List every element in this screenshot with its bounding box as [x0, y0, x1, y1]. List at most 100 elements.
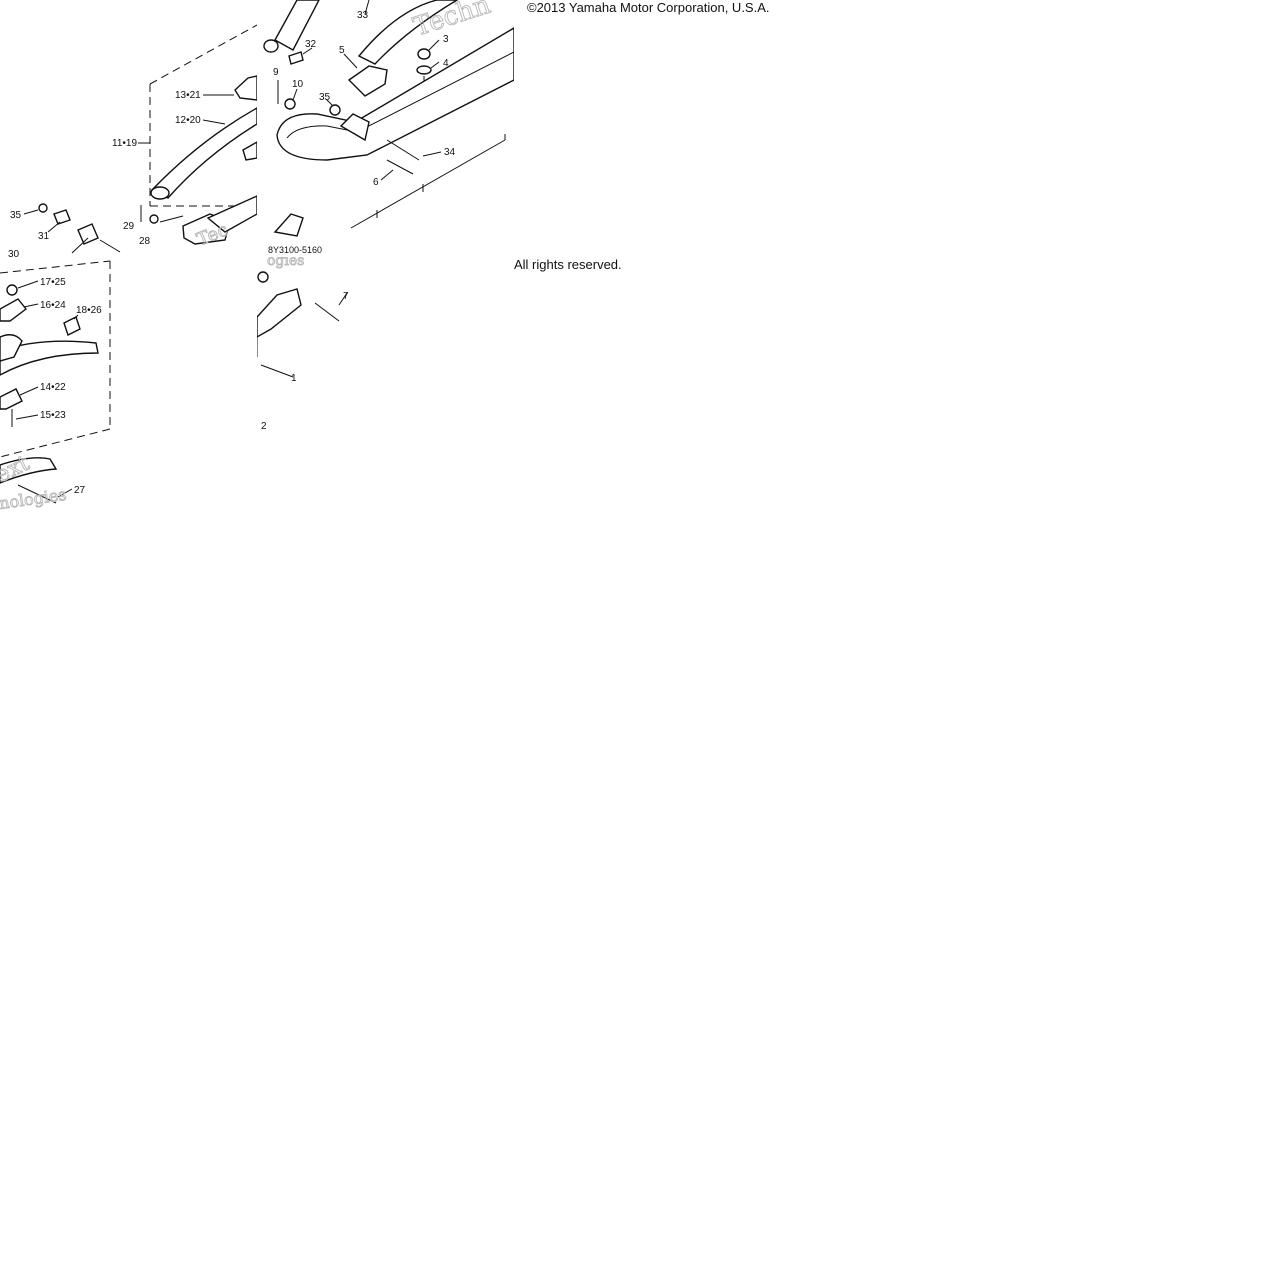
ski-tip: [206, 195, 257, 233]
rear-spring-assembly-drawing: 17•25 16•24 18•26 14•22 15•23 27 ext nol…: [0, 260, 111, 513]
pin-32: [288, 51, 304, 65]
callout-9: 9: [273, 67, 279, 78]
spring-end: [150, 186, 170, 200]
ski-inner-rail: [286, 51, 514, 139]
nut-35: [329, 104, 341, 116]
shock-eye: [263, 39, 279, 53]
leader: [380, 169, 394, 181]
callout-14-22: 14•22: [40, 382, 66, 393]
copyright-notice: ©2013 Yamaha Motor Corporation, U.S.A. /: [527, 0, 771, 15]
leaf-spring-rear: [0, 340, 99, 376]
leader: [428, 39, 440, 51]
leader: [338, 292, 348, 306]
callout-10: 10: [292, 79, 304, 90]
leader: [23, 209, 39, 215]
callout-33: 33: [357, 10, 369, 21]
leader: [159, 215, 184, 223]
washer-4: [416, 65, 432, 75]
callout-15-23: 15•23: [40, 410, 66, 421]
callout-17-25: 17•25: [40, 277, 66, 288]
callout-13-21: 13•21: [175, 90, 201, 101]
callout-35: 35: [319, 92, 331, 103]
spring-arm-33: [357, 0, 459, 65]
leaf-spring: [150, 107, 257, 199]
plate-14-22: [0, 388, 23, 410]
callout-3: 3: [443, 34, 449, 45]
leaf-spring-assembly-drawing: 30 13•21 12•20 11•19 35 31 29 28 30 Tec: [8, 24, 257, 257]
rights-notice: All rights reserved.: [514, 257, 622, 272]
bolt-6: [386, 159, 414, 175]
callout-11-19: 11•19: [112, 138, 137, 149]
callout-28: 28: [139, 236, 151, 247]
ski-body: [276, 27, 514, 161]
bushing-18-26: [63, 316, 81, 336]
leader: [326, 99, 334, 107]
diagram-tile-bottom-left: 17•25 16•24 18•26 14•22 15•23 27 ext nol…: [0, 257, 257, 514]
callout-30-partial: 30: [8, 249, 20, 257]
leader: [430, 61, 440, 69]
bolt-34: [386, 139, 420, 161]
callout-12-20: 12•20: [175, 115, 201, 126]
leader: [302, 47, 313, 55]
callout-34: 34: [444, 147, 456, 158]
group-border-top: [149, 24, 257, 85]
bolt-27: [17, 484, 57, 504]
ski-assembly-drawing: 33 32 5 3 4 9 10 35 34 6 8Y3100-5160 Tec…: [263, 0, 514, 255]
ski-side-drawing: 7 1 2 ogies: [257, 257, 349, 432]
diagram-tile-top-left: 30 13•21 12•20 11•19 35 31 29 28 30 Tec: [0, 0, 257, 257]
shock-absorber-upper: [274, 0, 320, 51]
callout-5: 5: [339, 45, 345, 56]
leader: [57, 488, 73, 498]
bushing-31: [53, 209, 71, 225]
diagram-tile-bottom-right: 7 1 2 ogies: [257, 257, 514, 514]
diagram-tile-top-right: 33 32 5 3 4 9 10 35 34 6 8Y3100-5160 Tec…: [257, 0, 514, 257]
nut-17-25: [6, 284, 18, 296]
nut-35: [38, 203, 48, 213]
leader: [343, 53, 358, 69]
leader: [292, 88, 298, 101]
callout-6: 6: [373, 177, 379, 188]
leader: [47, 221, 61, 233]
leader: [422, 151, 442, 157]
watermark-text: nologies: [0, 485, 68, 513]
clamp-5: [347, 65, 388, 97]
nut-3: [417, 48, 431, 60]
spring-clamp-upper: [234, 75, 257, 101]
leader: [260, 364, 294, 378]
callout-31: 31: [38, 231, 50, 242]
shock-rod: [71, 237, 89, 254]
callout-27: 27: [74, 485, 86, 496]
callout-7: 7: [343, 291, 349, 302]
shock-mount: [77, 223, 99, 245]
watermark-text: ext: [0, 451, 34, 489]
leader: [73, 314, 79, 320]
nut-28: [149, 214, 159, 224]
diagram-code: 8Y3100-5160: [268, 245, 322, 255]
callout-18-26: 18•26: [76, 305, 102, 316]
callout-16-24: 16•24: [40, 300, 66, 311]
spring-clamp-lower: [242, 141, 257, 161]
callout-1: 1: [291, 373, 297, 384]
leader: [15, 414, 39, 420]
leader: [364, 0, 370, 15]
callout-29: 29: [123, 221, 135, 232]
nut: [257, 271, 269, 283]
ski-mount: [339, 113, 370, 142]
ski-bracket-side: [257, 288, 302, 338]
group-border-bottom: [0, 428, 111, 458]
watermark-text: ogies: [267, 257, 304, 269]
leader: [19, 386, 39, 396]
bolt: [99, 239, 121, 253]
ski-clip: [273, 213, 304, 237]
callout-4: 4: [443, 58, 449, 69]
callout-35: 35: [10, 210, 22, 221]
group-border-top: [0, 260, 111, 274]
spring-hanger: [0, 334, 23, 362]
lower-arm: [0, 457, 58, 484]
leader: [202, 119, 226, 125]
callout-2: 2: [261, 421, 267, 432]
leader: [23, 303, 39, 308]
callout-32: 32: [305, 39, 317, 50]
leader: [17, 280, 39, 289]
